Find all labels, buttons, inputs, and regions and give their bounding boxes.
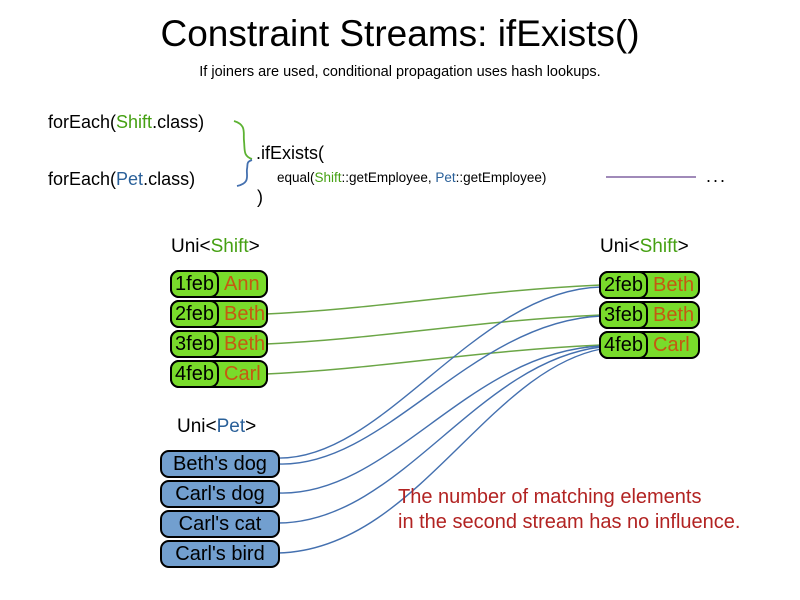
connector-carls-dog-to-4feb [277, 345, 602, 494]
shift-row-3feb-beth: 3feb Beth [170, 330, 268, 358]
brace-shift-half [233, 120, 253, 160]
date-cell: 4feb [599, 331, 648, 359]
label-text: Uni< [177, 416, 217, 437]
shift-row-1feb-ann: 1feb Ann [170, 270, 268, 298]
code-text: ::getEmployee, [341, 170, 436, 185]
label-text: Uni< [171, 236, 211, 257]
employee-cell: Carl [653, 334, 690, 356]
shift-row-2feb-beth-right: 2feb Beth [599, 271, 700, 299]
pet-row-carls-dog: Carl's dog [160, 480, 280, 508]
uni-shift-right-label: Uni<Shift> [600, 236, 689, 258]
date-cell: 4feb [170, 360, 219, 388]
connector-carls-cat-to-4feb [277, 346, 602, 524]
employee-cell: Beth [653, 304, 695, 326]
code-ellipsis: ... [706, 166, 728, 186]
label-text: > [248, 236, 260, 257]
note-line-1: The number of matching elements [398, 486, 702, 508]
employee-cell: Beth [653, 274, 695, 296]
uni-pet-label: Uni<Pet> [177, 416, 256, 438]
code-close-paren: ) [257, 187, 263, 207]
date-cell: 1feb [170, 270, 219, 298]
page-title: Constraint Streams: ifExists() [160, 13, 640, 54]
shift-row-2feb-beth: 2feb Beth [170, 300, 268, 328]
connector-carls-bird-to-4feb [277, 348, 602, 554]
pet-row-beths-dog: Beth's dog [160, 450, 280, 478]
page-subtitle: If joiners are used, conditional propaga… [199, 64, 601, 80]
date-cell: 3feb [599, 301, 648, 329]
connector-3feb-to-3feb [265, 314, 602, 345]
code-text: forEach( [48, 169, 117, 189]
employee-cell: Ann [224, 273, 260, 295]
shift-row-4feb-carl-right: 4feb Carl [599, 331, 700, 359]
code-text: .class) [143, 169, 196, 189]
date-cell: 2feb [599, 271, 648, 299]
code-ifexists: .ifExists( [256, 143, 325, 163]
code-text: ::getEmployee) [455, 170, 547, 185]
pet-class-token: Pet [116, 169, 144, 189]
connector-4feb-to-4feb [265, 344, 602, 375]
uni-shift-left-label: Uni<Shift> [171, 236, 260, 258]
code-text: forEach( [48, 112, 117, 132]
pet-row-carls-cat: Carl's cat [160, 510, 280, 538]
code-equal-joiner: equal(Shift::getEmployee, Pet::getEmploy… [277, 170, 546, 185]
date-cell: 2feb [170, 300, 219, 328]
code-foreach-pet: forEach(Pet.class) [48, 169, 195, 190]
pet-row-carls-bird: Carl's bird [160, 540, 280, 568]
shift-row-4feb-carl: 4feb Carl [170, 360, 268, 388]
connector-beths-dog-to-2feb [277, 286, 602, 459]
date-cell: 3feb [170, 330, 219, 358]
pet-class-token: Pet [435, 170, 456, 185]
connector-beths-dog-to-3feb [277, 315, 602, 465]
shift-class-token: Shift [116, 112, 153, 132]
employee-cell: Beth [224, 333, 266, 355]
code-text: .class) [152, 112, 205, 132]
code-text: equal( [277, 170, 315, 185]
label-text: > [245, 416, 257, 437]
label-type-shift: Shift [639, 236, 678, 257]
shift-row-3feb-beth-right: 3feb Beth [599, 301, 700, 329]
employee-cell: Beth [224, 303, 266, 325]
brace-pet-half [236, 159, 253, 187]
employee-cell: Carl [224, 363, 261, 385]
note-line-2: in the second stream has no influence. [398, 511, 741, 533]
note-text: The number of matching elements in the s… [398, 485, 740, 535]
connector-2feb-to-2feb [265, 284, 602, 315]
label-text: > [677, 236, 689, 257]
shift-class-token: Shift [314, 170, 342, 185]
label-type-shift: Shift [210, 236, 249, 257]
label-text: Uni< [600, 236, 640, 257]
label-type-pet: Pet [216, 416, 246, 437]
code-foreach-shift: forEach(Shift.class) [48, 112, 204, 133]
